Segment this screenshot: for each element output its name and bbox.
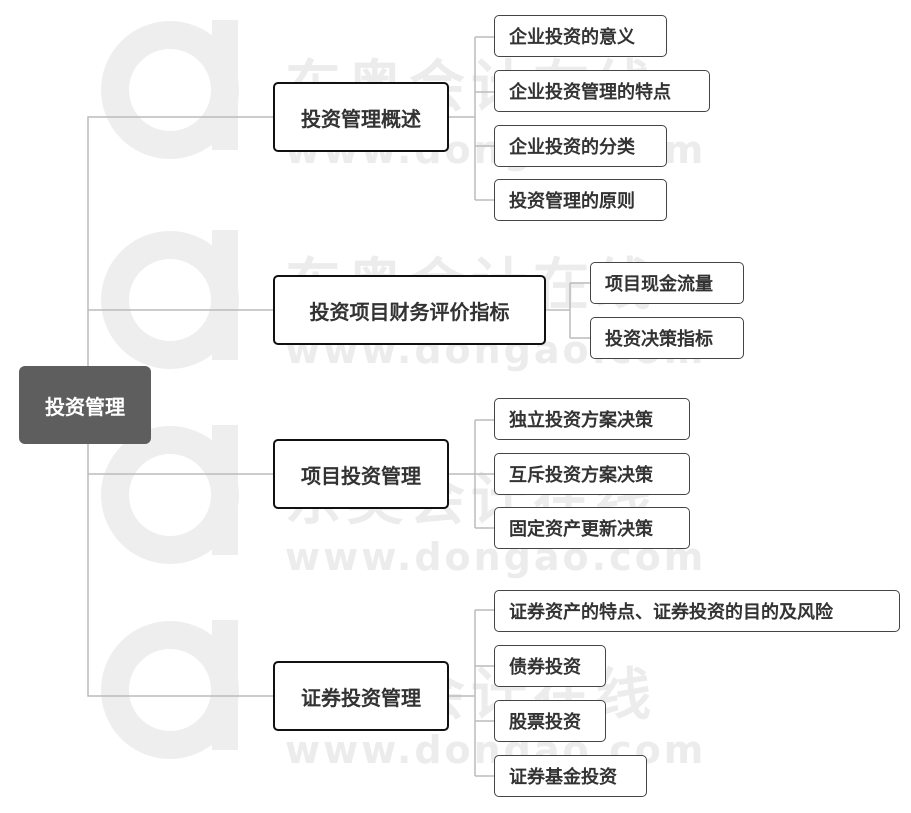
branch-overview[interactable]: 投资管理概述 [273,82,449,152]
leaf-node[interactable]: 证券基金投资 [494,755,647,797]
leaf-node[interactable]: 企业投资管理的特点 [494,70,710,112]
leaf-node[interactable]: 债券投资 [494,645,606,687]
leaf-node[interactable]: 证券资产的特点、证券投资的目的及风险 [494,590,900,632]
branch-project-investment[interactable]: 项目投资管理 [273,439,449,509]
leaf-node[interactable]: 投资管理的原则 [494,179,667,221]
leaf-node[interactable]: 投资决策指标 [590,317,744,359]
branch-evaluation-indicators[interactable]: 投资项目财务评价指标 [273,275,546,345]
leaf-node[interactable]: 企业投资的意义 [494,15,667,57]
root-node[interactable]: 投资管理 [19,366,151,444]
branch-securities-investment[interactable]: 证券投资管理 [273,661,449,731]
leaf-node[interactable]: 独立投资方案决策 [494,398,690,440]
leaf-node[interactable]: 互斥投资方案决策 [494,453,690,495]
leaf-node[interactable]: 项目现金流量 [590,262,744,304]
leaf-node[interactable]: 固定资产更新决策 [494,507,690,549]
leaf-node[interactable]: 企业投资的分类 [494,125,667,167]
leaf-node[interactable]: 股票投资 [494,700,606,742]
